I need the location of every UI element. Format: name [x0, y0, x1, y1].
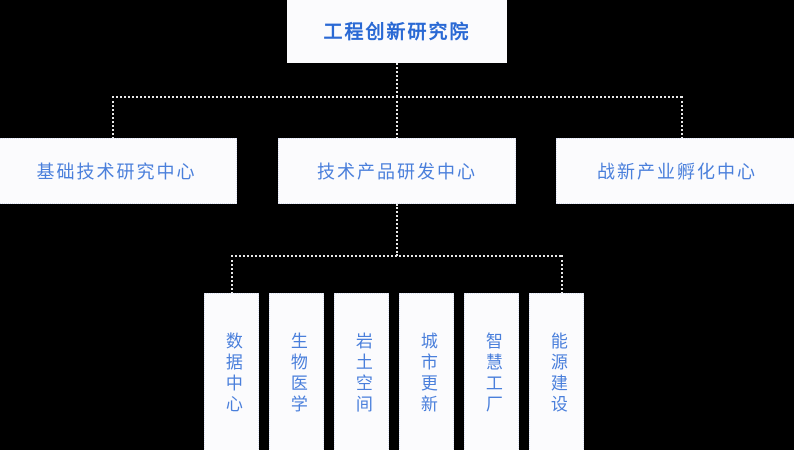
- org-node-energy-construction[interactable]: 能源建设: [529, 293, 584, 450]
- connector-level3-bus: [231, 255, 561, 257]
- org-node-basic-technology-research-center[interactable]: 基础技术研究中心: [0, 138, 237, 204]
- connector-level3-drop-left: [231, 255, 233, 294]
- org-node-urban-renewal[interactable]: 城市更新: [399, 293, 454, 450]
- org-node-technology-product-rd-center[interactable]: 技术产品研发中心: [278, 138, 516, 204]
- org-node-geotechnical-space[interactable]: 岩土空间: [334, 293, 389, 450]
- connector-root-stem: [396, 63, 398, 97]
- org-node-data-center[interactable]: 数据中心: [204, 293, 259, 450]
- org-node-smart-factory[interactable]: 智慧工厂: [464, 293, 519, 450]
- connector-level3-drop-right: [561, 255, 563, 294]
- org-node-root[interactable]: 工程创新研究院: [287, 0, 507, 63]
- connector-level2-drop-middle: [396, 96, 398, 139]
- connector-middle-stem: [396, 204, 398, 256]
- org-node-strategic-industry-incubation-center[interactable]: 战新产业孵化中心: [556, 138, 794, 204]
- connector-level2-drop-left: [112, 96, 114, 139]
- connector-level2-drop-right: [681, 96, 683, 139]
- org-node-biomedicine[interactable]: 生物医学: [269, 293, 324, 450]
